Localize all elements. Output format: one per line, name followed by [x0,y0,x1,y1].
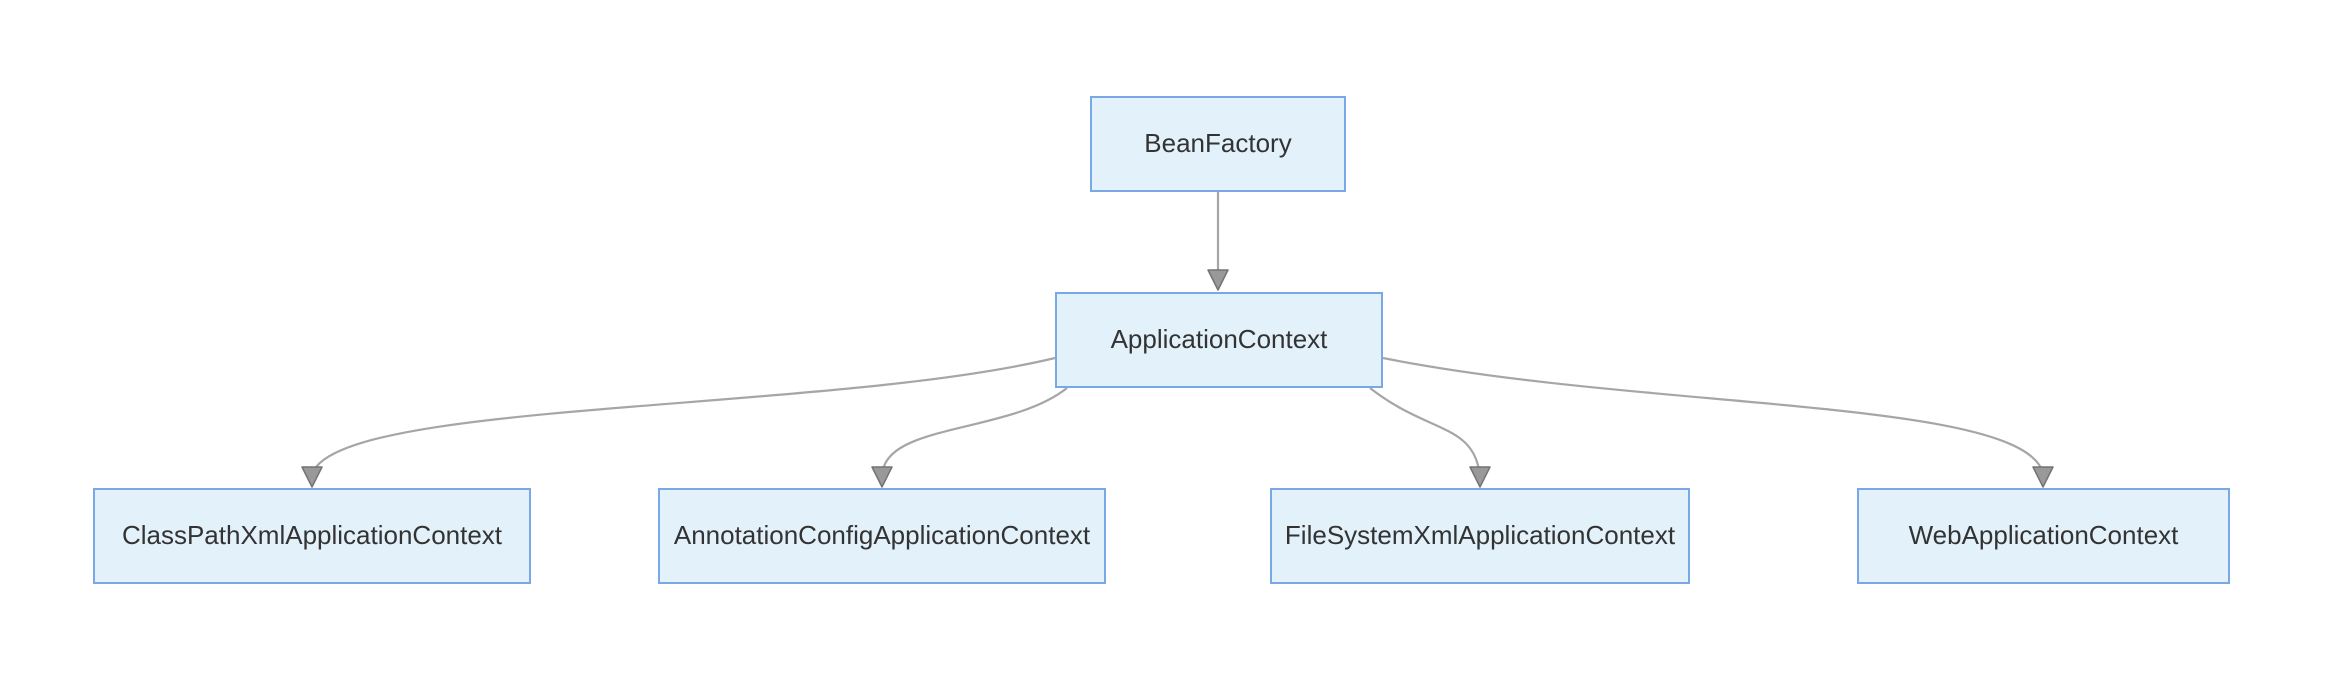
edge-applicationcontext-filesystemxml [1369,387,1481,471]
arrowhead-classpathxml [301,466,323,488]
node-filesystemxmlapplicationcontext-label: FileSystemXmlApplicationContext [1284,520,1676,551]
node-annotationconfigapplicationcontext-label: AnnotationConfigApplicationContext [673,520,1091,551]
node-webapplicationcontext: WebApplicationContext [1857,488,2230,584]
arrowhead-filesystemxml [1469,466,1491,488]
node-classpathxmlapplicationcontext-label: ClassPathXmlApplicationContext [121,520,503,551]
arrowhead-applicationcontext [1207,269,1229,291]
edge-applicationcontext-classpathxml [313,356,1056,471]
arrowhead-annotationconfig [871,466,893,488]
node-beanfactory-label: BeanFactory [1144,128,1292,159]
arrowhead-webapplication [2032,466,2054,488]
node-applicationcontext: ApplicationContext [1055,292,1383,388]
node-filesystemxmlapplicationcontext: FileSystemXmlApplicationContext [1270,488,1690,584]
node-annotationconfigapplicationcontext: AnnotationConfigApplicationContext [658,488,1106,584]
node-classpathxmlapplicationcontext: ClassPathXmlApplicationContext [93,488,531,584]
node-applicationcontext-label: ApplicationContext [1110,324,1328,355]
node-beanfactory: BeanFactory [1090,96,1346,192]
edge-applicationcontext-webapplication [1382,356,2044,471]
edge-applicationcontext-annotationconfig [881,387,1068,471]
node-webapplicationcontext-label: WebApplicationContext [1908,520,2179,551]
